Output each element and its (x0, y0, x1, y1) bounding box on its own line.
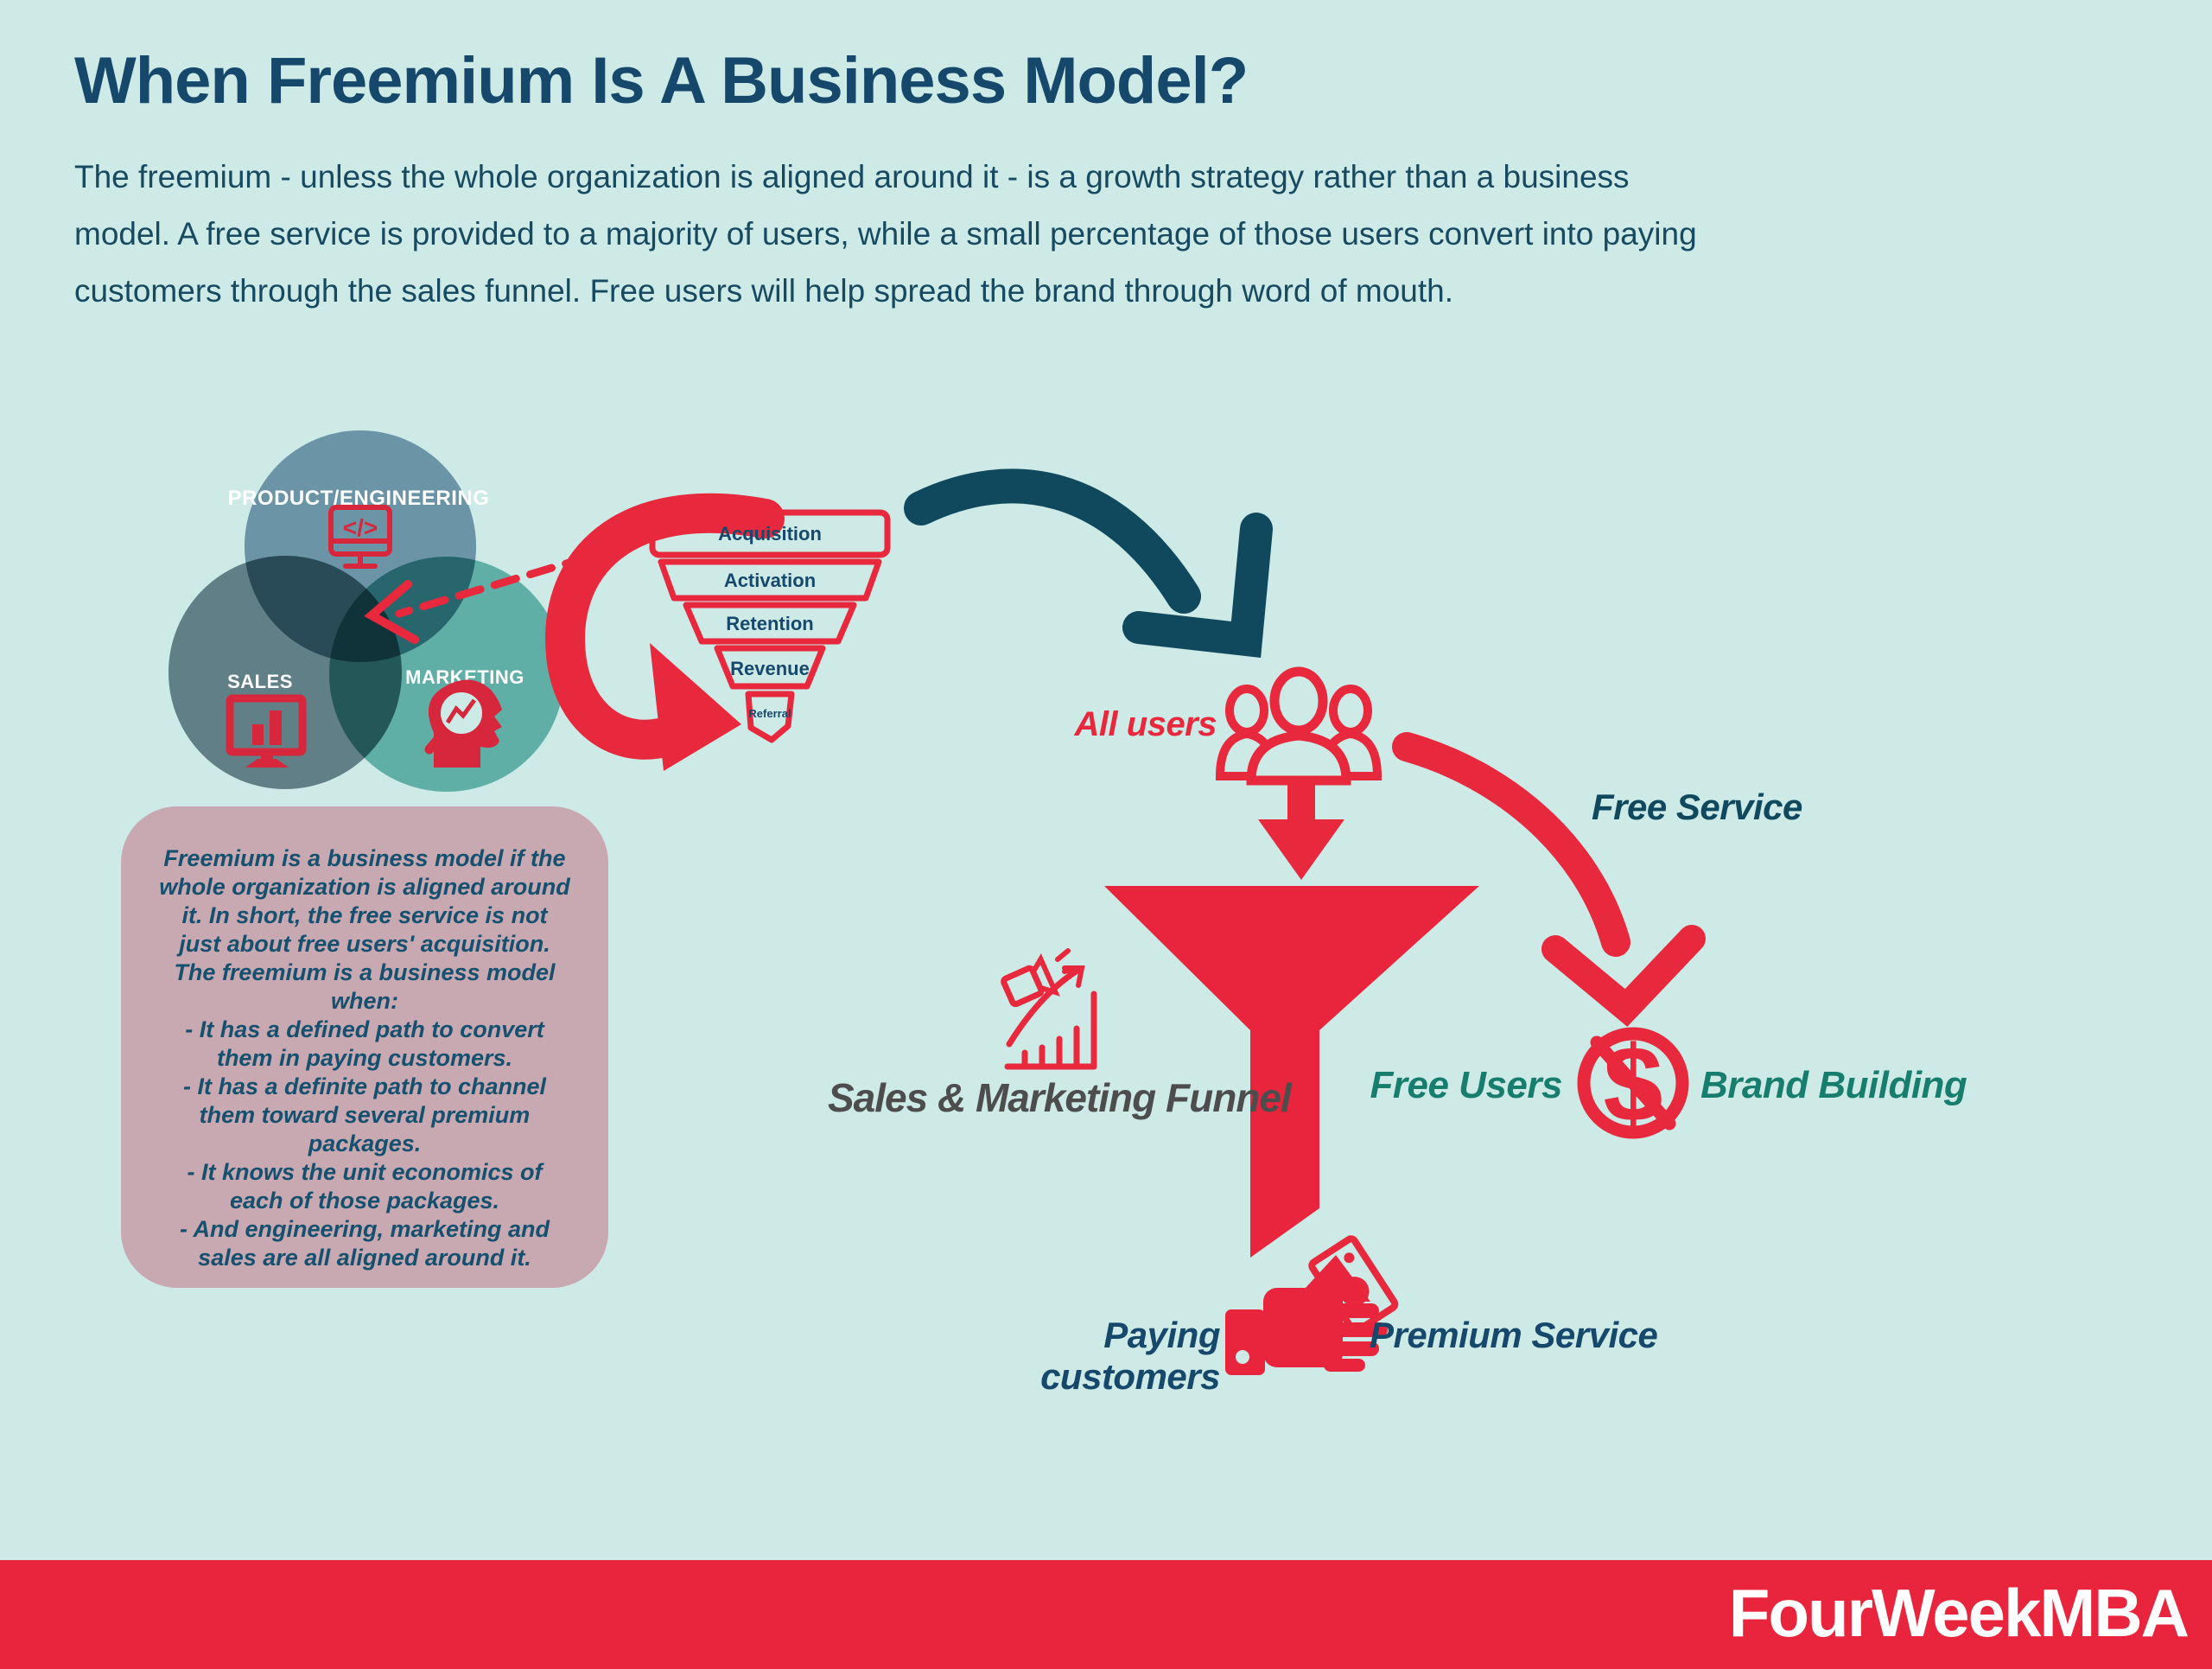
teal-curve-arrow (904, 468, 1273, 659)
freemium-note-text: Freemium is a business model if the whol… (159, 845, 570, 1271)
brand-building-label: Brand Building (1700, 1064, 1967, 1106)
stage-label-revenue: Revenue (730, 658, 810, 679)
intro-paragraph: The freemium - unless the whole organiza… (74, 159, 1697, 309)
marketing-growth-icon (1001, 948, 1097, 1070)
stage-label-acquisition: Acquisition (718, 523, 822, 545)
loop-arrow (545, 493, 785, 771)
svg-text:</>: </> (343, 514, 378, 541)
free-service-arrow (1392, 732, 1706, 1027)
stage-label-activation: Activation (723, 570, 817, 591)
users-group-icon (1215, 666, 1382, 786)
no-money-icon: $ (1577, 1025, 1689, 1144)
footer-bar: FourWeekMBA (0, 1560, 2212, 1669)
head-magnifier-icon (424, 679, 502, 768)
stage-label-retention: Retention (726, 613, 814, 634)
free-service-label: Free Service (1592, 787, 1802, 827)
stage-shape-retention (683, 602, 857, 645)
hand-money-icon: $ (1225, 1235, 1399, 1375)
funnel-shape (1104, 886, 1479, 1258)
paying-customers-label: Paying customers (1040, 1315, 1220, 1397)
code-monitor-icon: </> (328, 505, 392, 569)
stage-label-referral: Referral (748, 707, 791, 720)
brand-logo: FourWeekMBA (1728, 1575, 2190, 1651)
free-users-label: Free Users (1370, 1064, 1563, 1106)
stage-shape-referral (745, 691, 795, 743)
sales-marketing-funnel-label: Sales & Marketing Funnel (828, 1075, 1292, 1120)
page-title: When Freemium Is A Business Model? (74, 44, 1249, 118)
premium-service-label: Premium Service (1370, 1315, 1658, 1355)
all-users-label: All users (1074, 705, 1217, 743)
venn-label-sales: SALES (227, 671, 293, 692)
down-arrow (1258, 785, 1344, 880)
stage-shape-revenue (714, 645, 826, 690)
sales-chart-monitor-icon (226, 694, 307, 768)
freemium-note-box: Freemium is a business model if the whol… (121, 806, 608, 1288)
stage-shape-activation (658, 558, 882, 602)
